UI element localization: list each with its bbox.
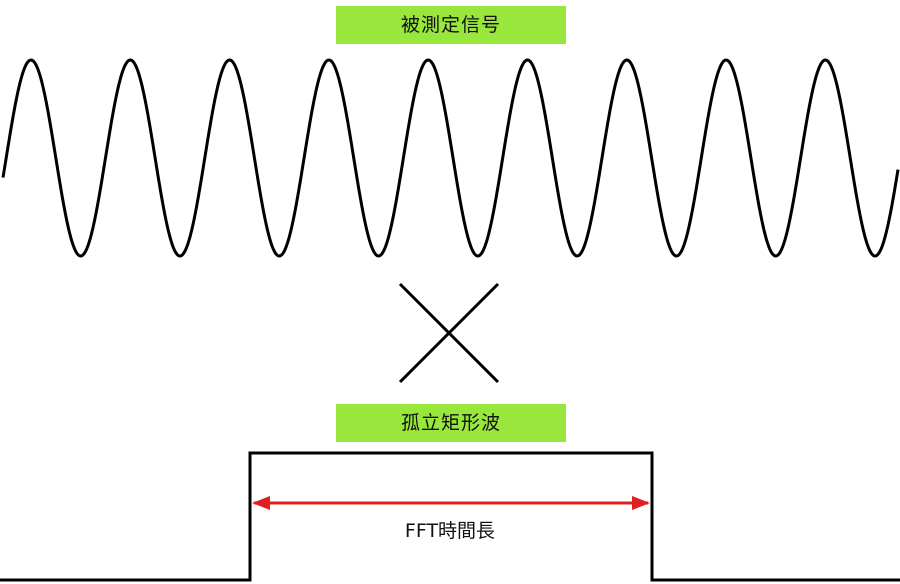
rectangular-window-label: 孤立矩形波 [336, 404, 566, 442]
multiply-cross-icon [398, 282, 500, 384]
fft-duration-label: FFT時間長 [404, 520, 496, 542]
rectangular-pulse-waveform [0, 451, 900, 582]
measured-signal-label: 被測定信号 [336, 6, 566, 44]
measured-signal-waveform [1, 58, 900, 258]
